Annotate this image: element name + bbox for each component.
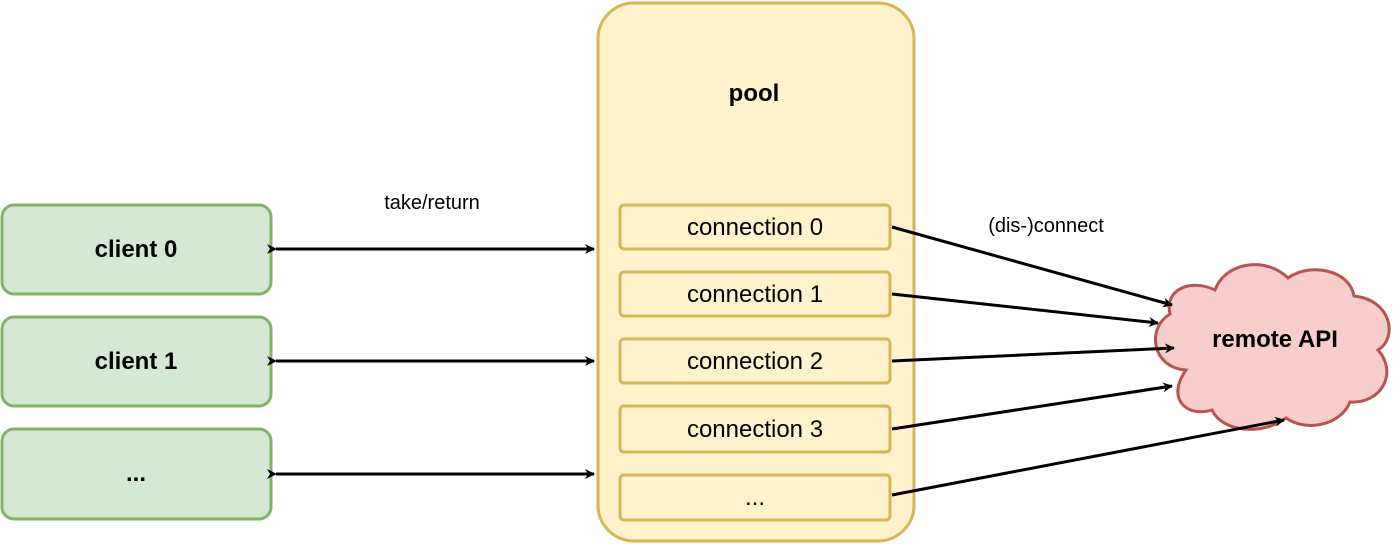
connection-list: connection 0 connection 1 connection 2 c… [618, 203, 892, 522]
connection-label: connection 0 [687, 214, 823, 241]
connection-remote-edge-3 [891, 382, 1173, 431]
connection-node-2: connection 2 [618, 337, 892, 385]
connection-remote-edge-0 [891, 225, 1173, 308]
client-node-1: client 1 [0, 315, 273, 408]
client-list: client 0 client 1 ... [0, 203, 273, 521]
connection-box [618, 473, 892, 522]
connection-label: ... [745, 484, 765, 511]
remote-api-label: remote API [1212, 326, 1338, 353]
connection-node-3: connection 3 [618, 404, 892, 454]
client-label: client 1 [95, 348, 178, 375]
take-return-label: take/return [384, 192, 480, 214]
remote-api-cloud [1154, 263, 1391, 431]
take-return-edges [267, 244, 595, 479]
client-label: ... [126, 460, 146, 487]
remote-api-node: remote API [1154, 263, 1391, 431]
connection-node-ellipsis: ... [618, 473, 892, 522]
connection-remote-edge-ellipsis [891, 416, 1285, 497]
connection-box [618, 270, 892, 318]
connection-remote-edge-2 [891, 343, 1175, 363]
connection-box [618, 203, 892, 251]
connect-edges [891, 225, 1285, 497]
client-label: client 0 [95, 236, 178, 263]
connect-label: (dis-)connect [988, 215, 1104, 237]
connection-node-1: connection 1 [618, 270, 892, 318]
connection-box [618, 404, 892, 454]
client-node-0: client 0 [0, 203, 273, 296]
pool-label: pool [729, 80, 780, 107]
connection-label: connection 2 [687, 348, 823, 375]
connection-box [618, 337, 892, 385]
connection-label: connection 1 [687, 281, 823, 308]
client-node-ellipsis: ... [0, 427, 273, 521]
connection-node-0: connection 0 [618, 203, 892, 251]
connection-label: connection 3 [687, 416, 823, 443]
connection-remote-edge-1 [891, 292, 1159, 327]
